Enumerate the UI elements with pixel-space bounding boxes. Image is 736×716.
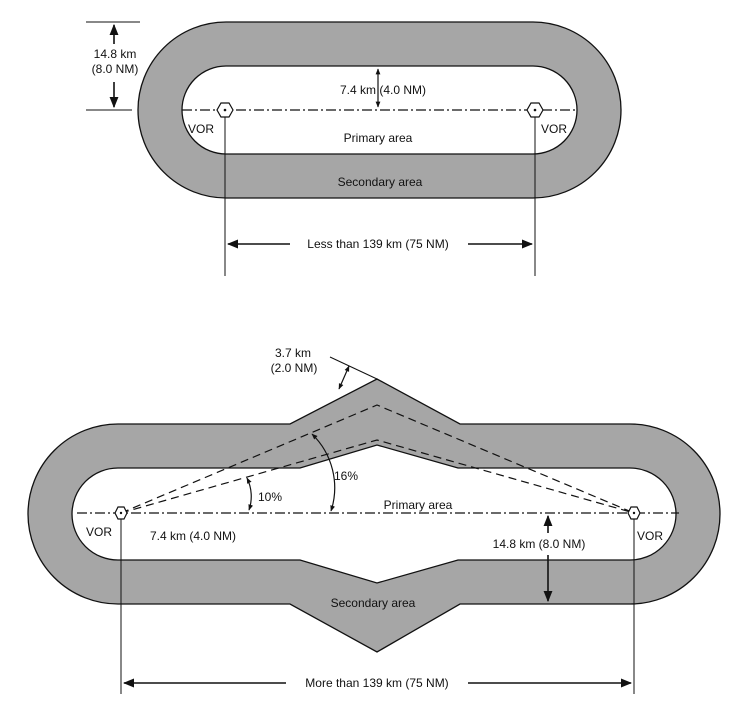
bottom-offset-label-line1: 3.7 km (275, 346, 311, 360)
bottom-gradient-10-label: 10% (258, 490, 282, 504)
bottom-offset-label-line2: (2.0 NM) (271, 361, 318, 375)
bottom-offset-arrow (338, 365, 350, 390)
top-secondary-area-label: Secondary area (338, 175, 423, 189)
top-width-label-line1: 14.8 km (94, 47, 137, 61)
bottom-gradient-16-line (120, 404, 635, 514)
bottom-gradient-10-line (120, 439, 635, 514)
bottom-gradient-10-arc (246, 477, 254, 511)
bottom-distance-label: More than 139 km (75 NM) (305, 676, 448, 690)
bottom-right-vor-label: VOR (637, 529, 663, 543)
bottom-gradient-16-label: 16% (334, 469, 358, 483)
bottom-diagram: 3.7 km (2.0 NM) 16% 10% Primary area VOR… (27, 346, 721, 694)
top-primary-area (181, 65, 578, 155)
bottom-secondary-area-label: Secondary area (331, 596, 416, 610)
top-half-width-label: 7.4 km (4.0 NM) (340, 83, 426, 97)
top-width-label-line2: (8.0 NM) (92, 62, 139, 76)
top-distance-label: Less than 139 km (75 NM) (307, 237, 448, 251)
top-diagram: 14.8 km (8.0 NM) 7.4 km (4.0 NM) VOR VOR… (86, 21, 622, 276)
bottom-half-width-label: 7.4 km (4.0 NM) (150, 529, 236, 543)
bottom-offset-extension (329, 356, 378, 380)
bottom-primary-area-label: Primary area (384, 498, 453, 512)
station-center-dot (533, 108, 537, 112)
bottom-primary-area (71, 444, 677, 584)
top-primary-area-label: Primary area (344, 131, 413, 145)
station-center-dot (119, 511, 123, 515)
bottom-width-label: 14.8 km (8.0 NM) (493, 537, 586, 551)
station-center-dot (632, 511, 636, 515)
top-right-vor-label: VOR (541, 122, 567, 136)
bottom-gradient-16-arc (311, 433, 336, 512)
bottom-left-vor-label: VOR (86, 525, 112, 539)
top-left-vor-label: VOR (188, 122, 214, 136)
station-center-dot (223, 108, 227, 112)
